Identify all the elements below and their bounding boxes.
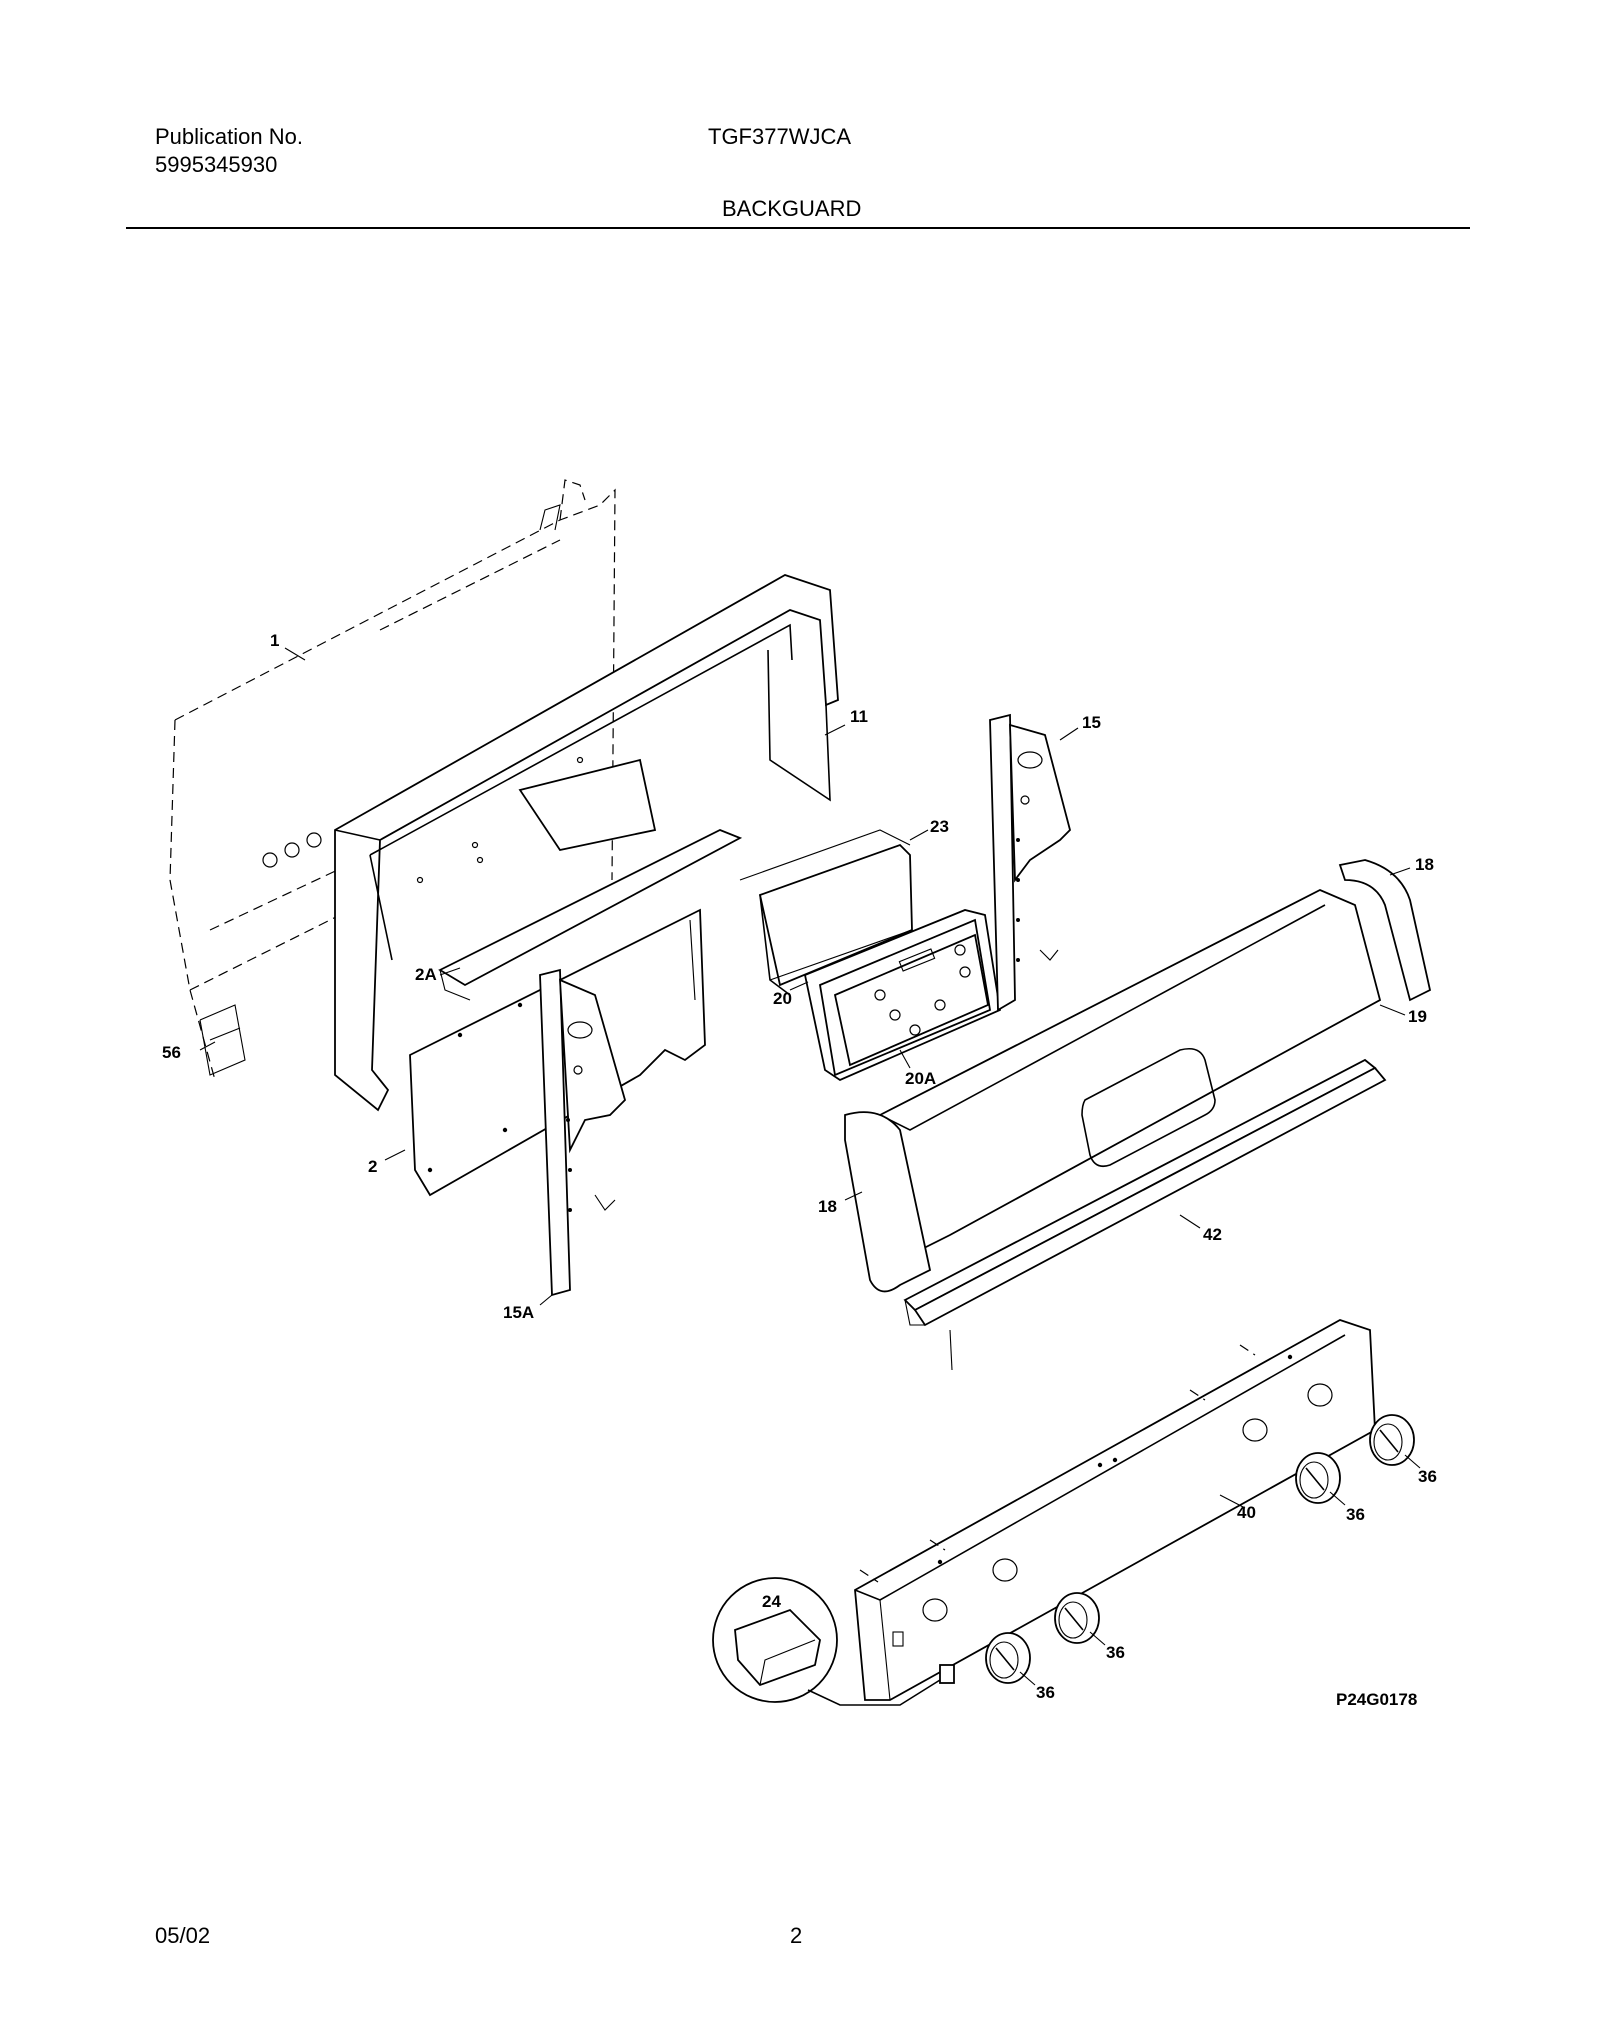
callout-24: 24 [762,1592,781,1611]
callout-20: 20 [773,989,792,1008]
figure-code: P24G0178 [1336,1690,1417,1709]
header-rule [126,227,1470,229]
part-36-knobs [985,1414,1415,1684]
publication-label: Publication No. [155,124,303,149]
callout-56: 56 [162,1043,181,1062]
callout-18-top: 18 [1415,855,1434,874]
part-15-right-bracket [989,713,1072,1012]
callout-36-c: 36 [1106,1643,1125,1662]
callouts: 1 11 15 23 18 2A 20 20A 19 56 2 18 42 15… [162,631,1437,1709]
callout-11: 11 [850,707,868,726]
callout-36-b: 36 [1346,1505,1365,1524]
part-11-backguard-frame [334,574,839,1112]
knob-1 [1369,1414,1415,1466]
callout-36-d: 36 [1036,1683,1055,1702]
part-40-control-panel [854,1319,1376,1701]
part-18-end-cap-right [1338,859,1432,1002]
part-2a-strip [438,829,743,1001]
callout-23: 23 [930,817,949,836]
part-24-switch-detail [712,1577,955,1706]
publication-number: 5995345930 [155,152,278,177]
callout-20a: 20A [905,1069,936,1088]
knob-4 [985,1632,1031,1684]
callout-1: 1 [270,631,279,650]
part-42-trim-strip [903,1058,1387,1371]
page-number: 2 [790,1923,803,1948]
part-18-end-cap-left [844,1111,932,1293]
model-number: TGF377WJCA [708,124,852,149]
callout-15: 15 [1082,713,1101,732]
callout-36-a: 36 [1418,1467,1437,1486]
callout-42: 42 [1203,1225,1222,1244]
callout-40: 40 [1237,1503,1256,1522]
part-20a-control-overlay [803,909,1001,1082]
callout-2a: 2A [415,965,437,984]
callout-2: 2 [368,1157,377,1176]
part-56-bracket [199,1004,246,1076]
part-15a-left-bracket [539,968,627,1297]
callout-15a: 15A [503,1303,534,1322]
knob-2 [1295,1452,1341,1504]
knob-3 [1054,1592,1100,1644]
leader-lines [199,647,1421,1686]
part-20-control-housing [739,829,913,996]
footer-date: 05/02 [155,1923,211,1948]
part-1-rear-panel [169,479,616,1081]
callout-19: 19 [1408,1007,1427,1026]
callout-18-left: 18 [818,1197,837,1216]
section-title: BACKGUARD [722,196,862,221]
